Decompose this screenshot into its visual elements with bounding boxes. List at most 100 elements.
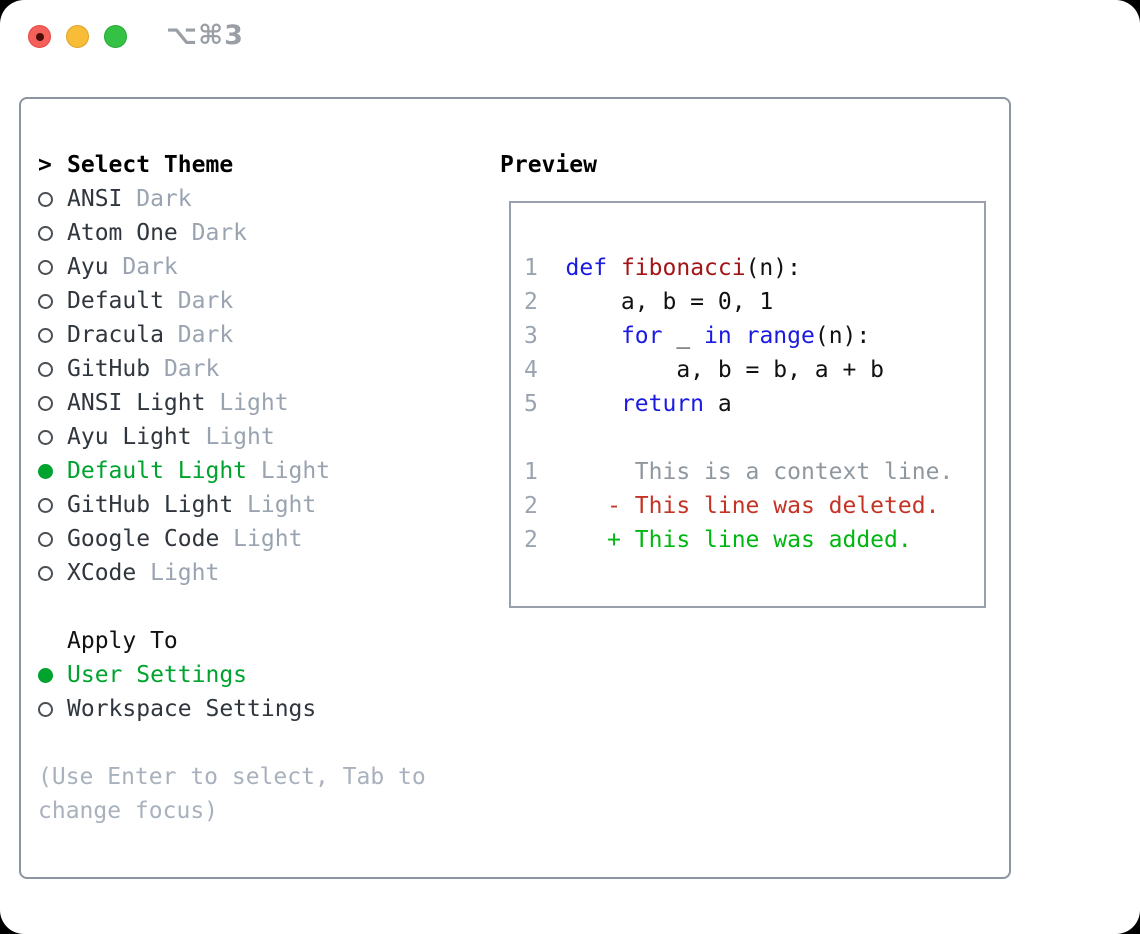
radio-cell	[38, 667, 67, 683]
option-label: XCode Light	[67, 556, 219, 590]
option-name: Default	[67, 288, 164, 314]
radio-cell	[38, 497, 67, 513]
code-line: 1 This is a context line.	[524, 459, 954, 485]
option-name: User Settings	[67, 662, 248, 688]
apply-to-header: Apply To	[38, 624, 478, 658]
radio-cell	[38, 327, 67, 343]
radio-unselected-icon[interactable]	[38, 395, 53, 411]
option-label: GitHub Dark	[67, 352, 219, 386]
theme-option-default-light[interactable]: Default Light Light	[38, 454, 478, 488]
minimize-button[interactable]	[66, 25, 89, 48]
radio-unselected-icon[interactable]	[38, 225, 53, 241]
preview-title: Preview	[500, 152, 597, 178]
close-button[interactable]	[28, 25, 51, 48]
code-line: 3 for _ in range(n):	[524, 323, 871, 349]
option-name: Google Code	[67, 526, 220, 552]
option-name: Dracula	[67, 322, 164, 348]
radio-unselected-icon[interactable]	[38, 293, 53, 309]
theme-option-dracula[interactable]: Dracula Dark	[38, 318, 478, 352]
apply-to-title: Apply To	[67, 628, 178, 654]
code-line: 4 a, b = b, a + b	[524, 357, 885, 383]
radio-cell	[38, 225, 67, 241]
radio-unselected-icon[interactable]	[38, 361, 53, 377]
radio-unselected-icon[interactable]	[38, 429, 53, 445]
code-line: 1 def fibonacci(n):	[524, 255, 801, 281]
code-line: 2 a, b = 0, 1	[524, 289, 774, 315]
theme-option-ansi[interactable]: ANSI Dark	[38, 182, 478, 216]
option-label: Ayu Light Light	[67, 420, 275, 454]
option-label: GitHub Light Light	[67, 488, 316, 522]
spacer	[38, 726, 478, 760]
radio-cell	[38, 191, 67, 207]
radio-cell	[38, 531, 67, 547]
theme-option-atom-one[interactable]: Atom One Dark	[38, 216, 478, 250]
apply-option-user-settings[interactable]: User Settings	[38, 658, 478, 692]
option-label: ANSI Dark	[67, 182, 192, 216]
radio-selected-icon[interactable]	[38, 667, 53, 683]
radio-cell	[38, 259, 67, 275]
option-label: Dracula Dark	[67, 318, 233, 352]
option-name: XCode	[67, 560, 137, 586]
option-variant: Light	[136, 560, 220, 586]
preview-pane: 1 def fibonacci(n): 2 a, b = 0, 1 3 for _ …	[509, 201, 986, 608]
code-line: 2 + This line was added.	[524, 527, 912, 553]
radio-cell	[38, 429, 67, 445]
radio-unselected-icon[interactable]	[38, 531, 53, 547]
option-name: Ayu	[67, 254, 109, 280]
theme-option-google-code[interactable]: Google Code Light	[38, 522, 478, 556]
spacer	[38, 590, 478, 624]
radio-cell	[38, 565, 67, 581]
keyboard-hint: (Use Enter to select, Tab to change focu…	[38, 764, 426, 824]
focus-caret-cell: >	[38, 148, 67, 182]
option-label: Default Dark	[67, 284, 233, 318]
option-name: GitHub	[67, 356, 151, 382]
radio-unselected-icon[interactable]	[38, 259, 53, 275]
option-variant: Light	[247, 458, 331, 484]
zoom-button[interactable]	[104, 25, 127, 48]
option-variant: Dark	[163, 288, 234, 314]
titlebar: ⌥⌘3	[0, 0, 1140, 76]
theme-option-ayu-light[interactable]: Ayu Light Light	[38, 420, 478, 454]
option-variant: Dark	[163, 322, 234, 348]
radio-selected-icon[interactable]	[38, 463, 53, 479]
option-variant: Dark	[122, 186, 192, 212]
option-name: ANSI Light	[67, 390, 206, 416]
code-line: 2 - This line was deleted.	[524, 493, 940, 519]
radio-cell	[38, 395, 67, 411]
option-variant: Light	[191, 424, 275, 450]
theme-option-xcode[interactable]: XCode Light	[38, 556, 478, 590]
code-line	[524, 421, 984, 455]
option-name: Default Light	[67, 458, 248, 484]
option-variant: Light	[233, 492, 317, 518]
option-name: Atom One	[67, 220, 178, 246]
option-label: Workspace Settings	[67, 692, 316, 726]
option-variant: Light	[205, 390, 289, 416]
option-label: Ayu Dark	[67, 250, 178, 284]
option-label: Atom One Dark	[67, 216, 247, 250]
theme-option-default[interactable]: Default Dark	[38, 284, 478, 318]
option-variant: Dark	[177, 220, 248, 246]
theme-option-github[interactable]: GitHub Dark	[38, 352, 478, 386]
code-line: 5 return a	[524, 391, 732, 417]
theme-option-github-light[interactable]: GitHub Light Light	[38, 488, 478, 522]
radio-unselected-icon[interactable]	[38, 191, 53, 207]
radio-cell	[38, 701, 67, 717]
option-name: ANSI	[67, 186, 123, 212]
radio-cell	[38, 361, 67, 377]
theme-option-ansi-light[interactable]: ANSI Light Light	[38, 386, 478, 420]
radio-cell	[38, 293, 67, 309]
apply-option-workspace-settings[interactable]: Workspace Settings	[38, 692, 478, 726]
option-label: User Settings	[67, 658, 247, 692]
option-variant: Dark	[108, 254, 178, 280]
option-name: Ayu Light	[67, 424, 192, 450]
code-preview: 1 def fibonacci(n): 2 a, b = 0, 1 3 for _ …	[511, 203, 984, 557]
radio-unselected-icon[interactable]	[38, 701, 53, 717]
radio-unselected-icon[interactable]	[38, 565, 53, 581]
radio-unselected-icon[interactable]	[38, 497, 53, 513]
theme-option-ayu[interactable]: Ayu Dark	[38, 250, 478, 284]
select-theme-header: > Select Theme	[38, 148, 478, 182]
radio-unselected-icon[interactable]	[38, 327, 53, 343]
option-label: ANSI Light Light	[67, 386, 289, 420]
